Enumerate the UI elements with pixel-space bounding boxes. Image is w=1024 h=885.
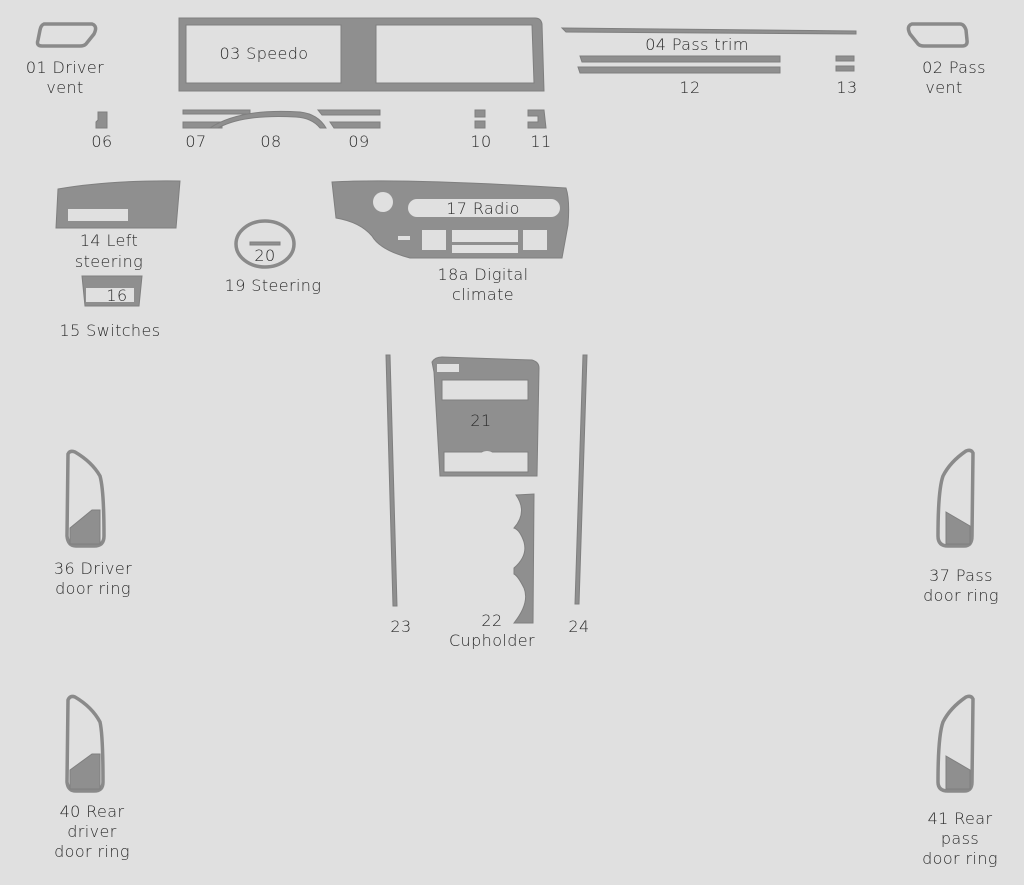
label-36-line2: door ring: [55, 579, 131, 598]
part-36-driver-door-ring: [65, 449, 106, 548]
label-37-line2: door ring: [923, 586, 999, 605]
label-40-line3: door ring: [54, 842, 130, 861]
label-36-line1: 36 Driver: [54, 559, 132, 578]
label-16: 16: [106, 286, 127, 305]
part-23-side-strip: [385, 354, 398, 607]
label-22-line2: Cupholder: [449, 631, 535, 650]
label-02-line2: vent: [925, 78, 962, 97]
part-18a-digital-climate: [422, 230, 547, 253]
label-10: 10: [470, 132, 491, 151]
label-19: 19 Steering: [225, 276, 322, 295]
part-01-driver-vent: [35, 22, 98, 48]
part-40-rear-driver-door-ring: [65, 694, 105, 793]
label-15: 15 Switches: [60, 321, 161, 340]
label-22-line1: 22: [481, 611, 502, 630]
label-18a-line1: 18a Digital: [438, 265, 529, 284]
label-09: 09: [348, 132, 369, 151]
label-40-line1: 40 Rear: [60, 802, 125, 821]
part-14-left-steering: [55, 180, 181, 229]
label-24: 24: [568, 617, 589, 636]
label-12: 12: [679, 78, 700, 97]
label-23: 23: [390, 617, 411, 636]
label-01-line1: 01 Driver: [26, 58, 104, 77]
label-13: 13: [836, 78, 857, 97]
label-07: 07: [185, 132, 206, 151]
part-13: [835, 55, 855, 72]
label-11: 11: [530, 132, 551, 151]
part-24-side-strip: [574, 354, 588, 605]
part-09: [316, 109, 381, 129]
part-22-cupholder: [512, 493, 535, 624]
part-16-switches: [81, 275, 143, 307]
label-37-line1: 37 Pass: [929, 566, 993, 585]
part-41-rear-pass-door-ring: [936, 694, 975, 793]
label-41-line1: 41 Rear: [928, 809, 993, 828]
label-03: 03 Speedo: [220, 44, 309, 63]
label-17: 17 Radio: [446, 199, 520, 218]
label-20: 20: [254, 246, 275, 265]
label-21: 21: [470, 411, 491, 430]
label-14-line1: 14 Left: [80, 231, 138, 250]
label-40-line2: driver: [67, 822, 116, 841]
label-06: 06: [91, 132, 112, 151]
part-11: [527, 109, 547, 129]
part-08: [208, 110, 327, 129]
part-10: [474, 109, 486, 129]
label-01-line2: vent: [46, 78, 83, 97]
part-21-center-stack: [431, 356, 540, 477]
part-06: [95, 111, 108, 129]
label-04: 04 Pass trim: [645, 35, 749, 54]
label-08: 08: [260, 132, 281, 151]
label-02-line1: 02 Pass: [922, 58, 986, 77]
part-03-speedo: [178, 17, 545, 92]
label-18a-line2: climate: [452, 285, 514, 304]
label-41-line2: pass: [941, 829, 979, 848]
part-20-steering-badge: [234, 219, 296, 269]
part-37-pass-door-ring: [936, 448, 975, 548]
part-04-pass-trim: [560, 27, 857, 35]
label-41-line3: door ring: [922, 849, 998, 868]
part-02-pass-vent: [906, 22, 969, 48]
label-14-line2: steering: [75, 252, 143, 271]
part-12: [577, 55, 781, 74]
